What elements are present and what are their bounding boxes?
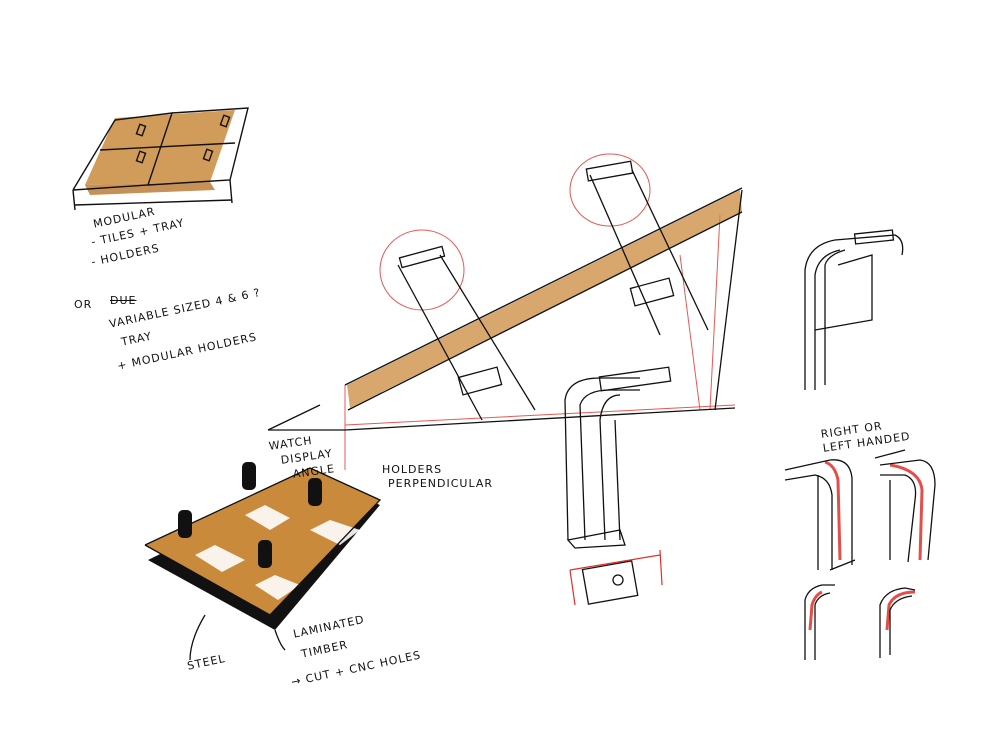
note-or: OR — [74, 298, 93, 311]
laminated-stand-sketch — [144, 462, 382, 661]
note-struck-word: DUE — [110, 294, 137, 307]
modular-tray-sketch — [72, 107, 249, 211]
handed-variants-sketch — [784, 449, 936, 660]
holder-front-sketch — [564, 366, 672, 606]
note-perpendicular: PERPENDICULAR — [388, 477, 494, 490]
side-elevation-sketch — [267, 153, 743, 470]
note-holders: HOLDERS — [382, 463, 443, 476]
holder-side-sketch — [804, 229, 904, 390]
